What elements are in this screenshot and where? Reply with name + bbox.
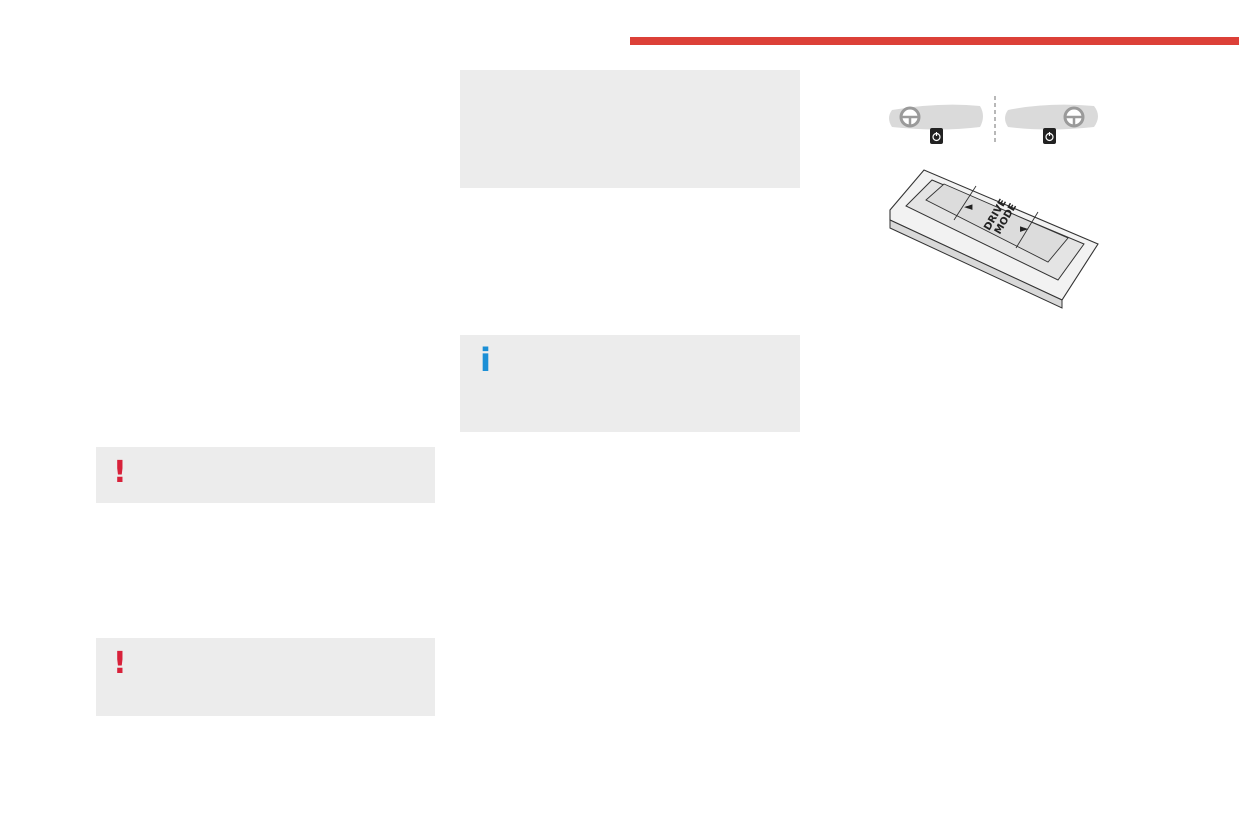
- header-accent-rule: [630, 37, 1239, 45]
- info-icon: i: [480, 341, 491, 379]
- info-panel: i: [460, 335, 800, 432]
- left-hand-drive-diagram: [889, 104, 983, 144]
- drive-mode-selector-illustration: ◄ ► DRIVE MODE: [889, 96, 1099, 309]
- exclamation-icon: !: [113, 455, 127, 490]
- warning-panel: !: [96, 447, 435, 503]
- left-arrow-icon: ◄: [964, 200, 973, 213]
- warning-panel: !: [96, 638, 435, 716]
- exclamation-icon: !: [113, 646, 127, 681]
- right-hand-drive-diagram: [1005, 104, 1098, 144]
- note-panel: [460, 70, 800, 188]
- right-arrow-icon: ►: [1020, 222, 1029, 235]
- drive-mode-switch: ◄ ► DRIVE MODE: [889, 169, 1099, 309]
